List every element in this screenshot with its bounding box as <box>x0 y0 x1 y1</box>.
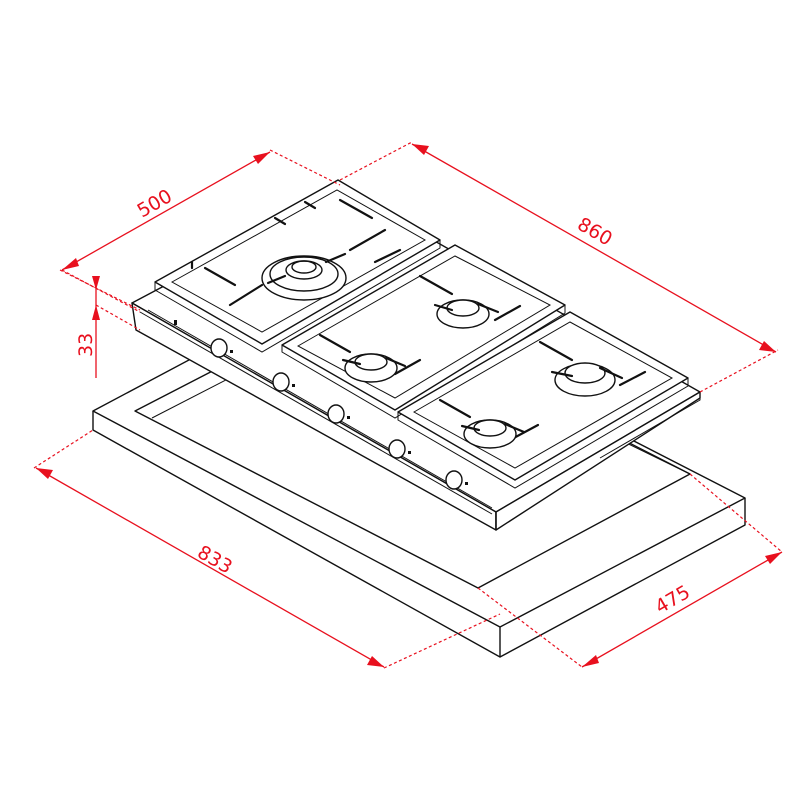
label-cutout-width: 833 <box>194 541 236 578</box>
knob-2 <box>272 372 295 392</box>
knob-3 <box>327 404 350 424</box>
cooktop <box>131 179 701 531</box>
burner-right-rear <box>550 362 624 397</box>
label-cutout-depth: 475 <box>652 581 694 618</box>
burner-middle-rear <box>433 299 500 329</box>
burner-middle-front <box>341 353 407 383</box>
brand-logo <box>174 320 177 325</box>
label-height: 33 <box>75 333 97 357</box>
control-knobs <box>174 320 468 490</box>
knob-1 <box>210 338 233 358</box>
burner-right-front <box>460 419 526 449</box>
dimension-height-33: 33 <box>61 269 141 378</box>
knob-5 <box>445 470 468 490</box>
label-width: 860 <box>574 213 616 250</box>
knob-4 <box>388 439 411 459</box>
burner-wok <box>261 252 347 301</box>
